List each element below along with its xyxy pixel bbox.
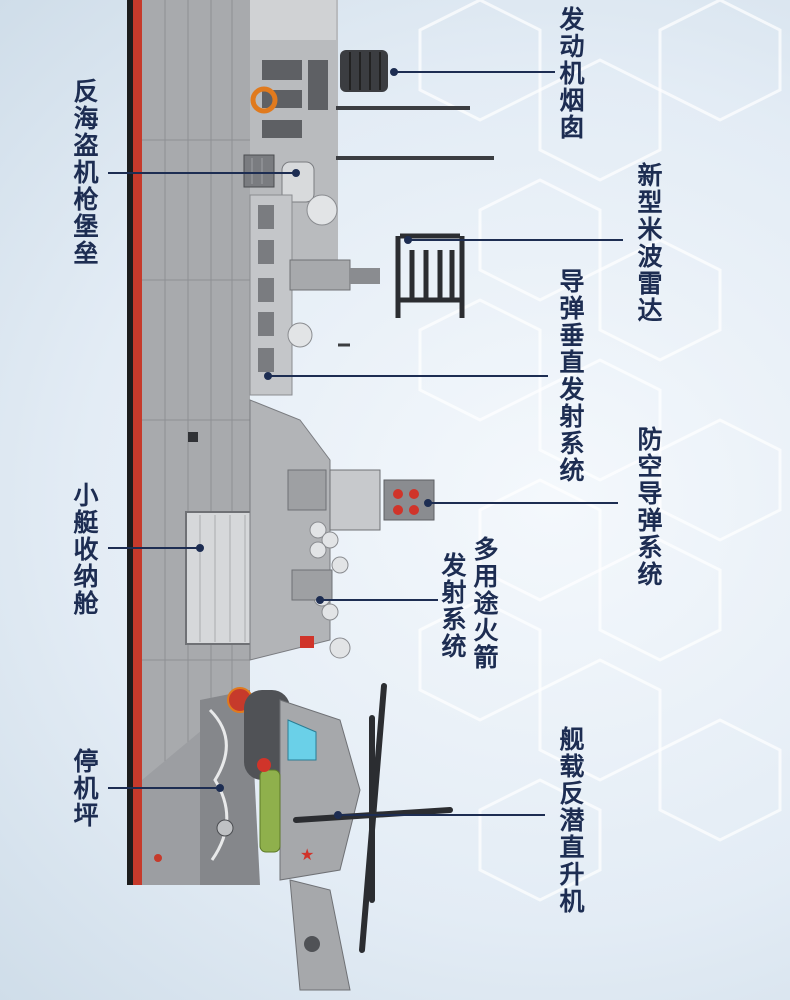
- label-exhaust-stack: 发动机烟囱: [556, 6, 585, 141]
- label-asw-helicopter: 舰载反潜直升机: [556, 726, 585, 915]
- label-sam: 防空导弹系统: [634, 426, 663, 588]
- label-boat-bay: 小艇收纳舱: [70, 482, 99, 617]
- label-helipad: 停机坪: [70, 748, 99, 829]
- label-rocket-launcher-line2: 发射系统: [438, 552, 467, 660]
- svg-text:★: ★: [300, 845, 314, 864]
- label-anti-piracy-turret: 反海盗机枪堡垒: [70, 78, 99, 267]
- label-vls: 导弹垂直发射系统: [556, 268, 585, 484]
- label-rocket-launcher-line1: 多用途火箭: [470, 536, 499, 671]
- label-mmw-radar: 新型米波雷达: [634, 162, 663, 324]
